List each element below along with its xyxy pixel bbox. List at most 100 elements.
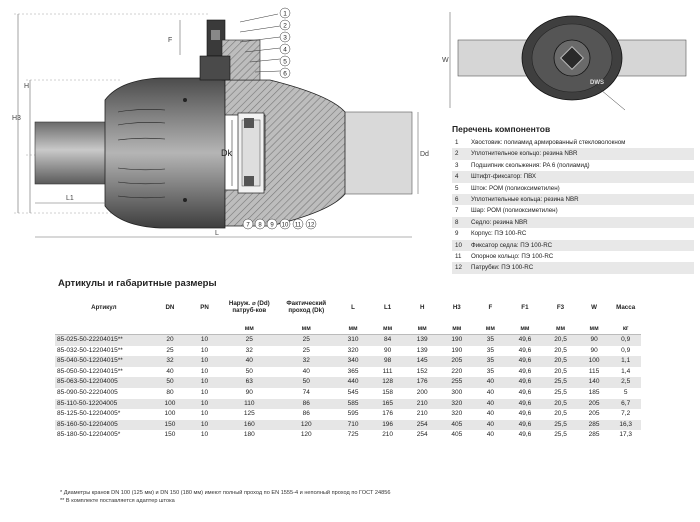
table-cell: 40	[486, 399, 494, 407]
table-cell: 10	[200, 410, 209, 418]
table-cell: 90	[590, 346, 598, 354]
column-header: L	[351, 303, 355, 311]
table-cell: 405	[451, 420, 463, 428]
dim-l1-label: L1	[66, 195, 74, 202]
table-cell: 32	[166, 357, 174, 365]
column-header: F3	[556, 303, 565, 311]
table-cell: 0,9	[621, 346, 631, 354]
table-cell: 85-090-50-22204005	[57, 388, 118, 396]
table-cell: 100	[588, 357, 600, 365]
table-cell: 25,5	[554, 388, 567, 396]
table-cell: 5	[623, 388, 628, 396]
table-cell: 254	[416, 420, 428, 428]
legend-text: Патрубки: ПЭ 100-RC	[471, 264, 534, 272]
table-cell: 185	[588, 388, 600, 396]
table-cell: 710	[347, 420, 359, 428]
legend-text: Корпус: ПЭ 100-RC	[471, 230, 527, 238]
table-cell: 25,5	[554, 431, 567, 439]
table-cell: 49,6	[518, 420, 532, 428]
table-cell: 49,6	[518, 357, 532, 365]
table-cell: 63	[245, 378, 253, 386]
column-unit: мм	[543, 322, 578, 335]
callout-11: 11	[295, 223, 302, 229]
table-cell: 190	[451, 336, 463, 343]
table-cell: 1,1	[621, 357, 631, 365]
legend-number: 1	[455, 139, 459, 146]
table-cell: 20,5	[554, 357, 567, 365]
legend-text: Хвостовик: полиамид армированный стеклов…	[471, 139, 626, 146]
table-cell: 285	[588, 420, 600, 428]
table-cell: 200	[416, 388, 428, 396]
column-header: Артикул	[91, 303, 117, 311]
table-cell: 85-160-50-12204005	[57, 420, 118, 428]
table-cell: 310	[347, 336, 359, 343]
table-cell: 25	[245, 336, 253, 343]
table-cell: 165	[382, 399, 394, 407]
table-cell: 50	[166, 378, 174, 386]
callout-5: 5	[283, 59, 287, 66]
table-cell: 49,6	[518, 336, 532, 343]
table-cell: 49,6	[518, 399, 532, 407]
table-cell: 320	[451, 410, 463, 418]
table-cell: 10	[200, 378, 209, 386]
table-cell: 255	[451, 378, 463, 386]
legend-number: 11	[455, 252, 462, 260]
table-cell: 20,5	[554, 410, 567, 418]
table-notes: * Диаметры кранов DN 100 (125 мм) и DN 1…	[60, 489, 390, 505]
table-cell: 300	[451, 388, 463, 396]
table-cell: 40	[166, 367, 174, 375]
legend-text: Шар: POM (полиоксиметилен)	[471, 207, 558, 215]
table-cell: 32	[302, 357, 310, 365]
legend-title: Перечень компонентов	[452, 124, 551, 134]
column-header: F	[488, 303, 493, 311]
table-cell: 128	[382, 378, 394, 386]
table-cell: 35	[486, 357, 494, 365]
table-cell: 20,5	[554, 336, 567, 343]
table-cell: 405	[451, 431, 463, 439]
table-cell: 85-063-50-12204005	[57, 378, 118, 386]
column-header: H	[419, 303, 425, 311]
table-cell: 285	[588, 431, 600, 439]
table-cell: 49,6	[518, 410, 532, 418]
table-cell: 190	[451, 346, 463, 354]
table-cell: 20,5	[554, 367, 567, 375]
callout-8: 8	[258, 223, 262, 229]
table-cell: 220	[451, 367, 463, 375]
table-cell: 320	[451, 399, 463, 407]
table-cell: 205	[451, 357, 463, 365]
table-cell: 49,6	[518, 367, 532, 375]
dim-h-label: H	[24, 83, 29, 90]
table-cell: 152	[416, 367, 428, 375]
table-cell: 120	[300, 420, 312, 428]
dim-f-label: F	[168, 37, 172, 44]
table-cell: 90	[590, 336, 598, 343]
table-cell: 196	[382, 420, 394, 428]
legend-number: 3	[455, 161, 459, 169]
legend-number: 4	[455, 173, 459, 181]
column-unit	[187, 322, 222, 335]
table-cell: 545	[347, 388, 359, 396]
table-cell: 340	[347, 357, 359, 365]
column-unit: мм	[577, 322, 611, 335]
table-cell: 139	[416, 346, 428, 354]
table-cell: 180	[243, 431, 255, 439]
column-unit	[152, 322, 188, 335]
table-cell: 35	[486, 336, 494, 343]
legend-number: 8	[455, 218, 459, 226]
column-header: Масса	[616, 303, 636, 311]
table-cell: 139	[416, 336, 428, 343]
legend-text: Шток: POM (полиоксиметилен)	[471, 184, 560, 192]
table-cell: 85-040-50-12204015**	[57, 357, 123, 365]
table-cell: 125	[243, 410, 255, 418]
table-cell: 10	[200, 346, 209, 354]
